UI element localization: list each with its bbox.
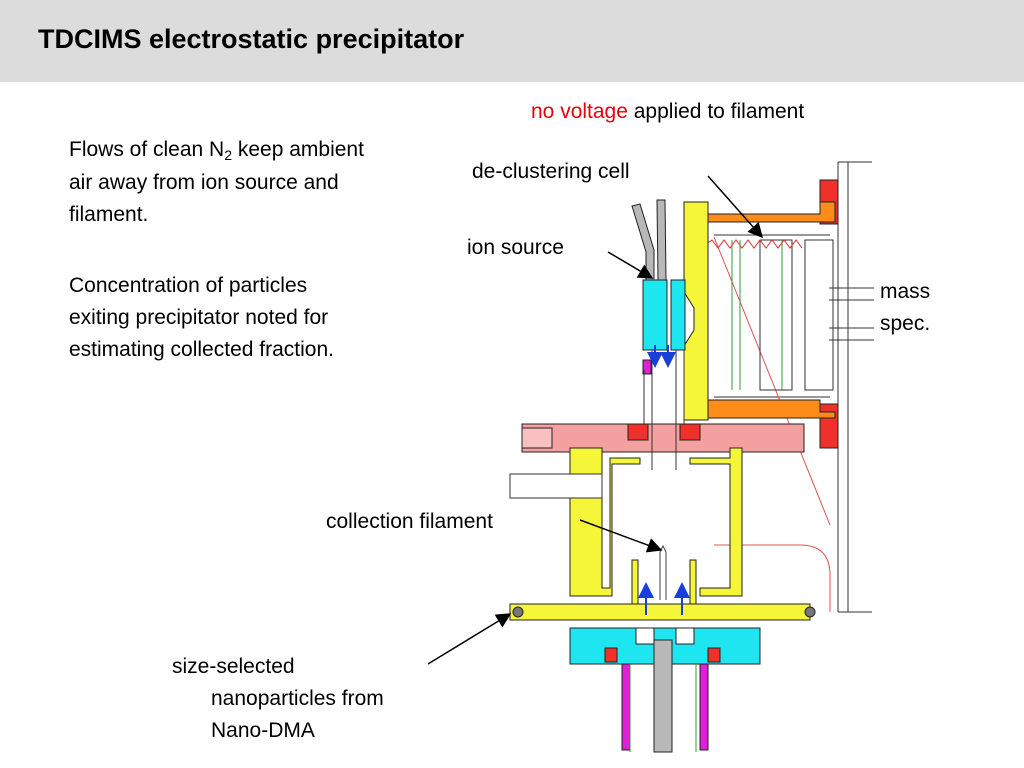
- label-size-selected: size-selected nanoparticles from Nano-DM…: [172, 655, 384, 742]
- label-collection-filament: collection filament: [326, 510, 493, 533]
- text-line: estimating collected fraction.: [69, 338, 334, 361]
- text-paragraph-2: Concentration of particles exiting preci…: [69, 270, 334, 366]
- label-ion-source: ion source: [467, 236, 564, 259]
- text-line: exiting precipitator noted for: [69, 306, 329, 329]
- flow-arrows: [638, 345, 690, 615]
- side-port: [509, 473, 603, 499]
- label-mass-spec: mass spec.: [880, 280, 931, 335]
- orange-electrodes: [705, 201, 836, 419]
- title-bar: TDCIMS electrostatic precipitator: [0, 0, 1024, 82]
- bottom-flange: [569, 627, 761, 753]
- ion-source-block: [642, 279, 686, 351]
- text-line: filament.: [69, 203, 149, 226]
- text-line: air away from ion source and: [69, 171, 339, 194]
- page-title: TDCIMS electrostatic precipitator: [38, 24, 465, 54]
- yellow-housing-upper: [683, 201, 709, 421]
- declustering-cell: [705, 239, 834, 391]
- bolt-icon: [804, 606, 816, 618]
- pink-block: [521, 423, 805, 453]
- collection-filament: [659, 544, 667, 600]
- label-no-voltage: no voltage applied to filament: [531, 100, 805, 123]
- ion-source-tubes: [631, 199, 667, 281]
- text-line: Concentration of particles: [69, 274, 308, 297]
- text-line: Flows of clean N2 keep ambient: [69, 138, 364, 163]
- text-paragraph-1: Flows of clean N2 keep ambient air away …: [69, 134, 364, 231]
- bolt-icon: [512, 606, 524, 618]
- mass-spec-flange: [713, 161, 874, 613]
- central-column: [643, 350, 685, 470]
- callout-arrows: [427, 175, 763, 665]
- label-declustering-cell: de-clustering cell: [472, 160, 630, 183]
